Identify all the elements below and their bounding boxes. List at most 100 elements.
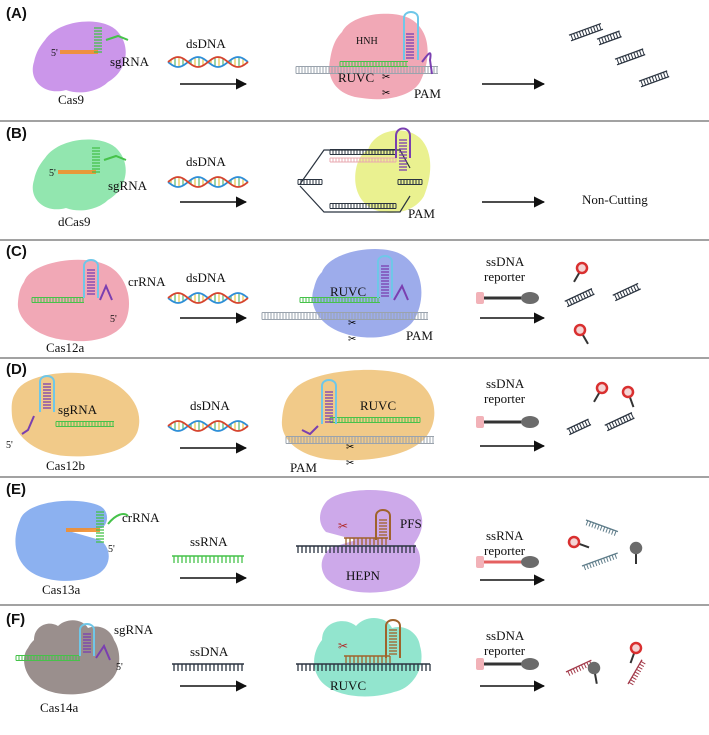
panel-f-products: [565, 641, 646, 686]
panel-e: (E) crRNA 5' Cas13a ssRNA ✂ PFS HEPN ssR…: [6, 481, 643, 597]
cas13a-spacer: [66, 528, 100, 532]
cas9-guide-label: sgRNA: [110, 54, 150, 69]
dcas9-sgrna-tail: [103, 154, 127, 161]
cas12b-protein-label: Cas12b: [46, 458, 85, 473]
fluorophore: [521, 658, 539, 670]
cas14a-sgrna-spacer: [15, 655, 80, 661]
panel-b-strand-bottom: [299, 185, 411, 213]
panel-a-domain-hnh: HNH: [356, 36, 378, 47]
panel-a-substrate-label: dsDNA: [186, 36, 226, 51]
dcas9-spacer: [58, 170, 96, 174]
ss-fragment: [585, 519, 619, 536]
cas12b-guide-label: sgRNA: [58, 402, 98, 417]
panel-a-motif-pam: PAM: [414, 86, 441, 101]
panel-d-domain-ruvc: RUVC: [360, 398, 396, 413]
cas13a-crrna-tail: [107, 513, 129, 525]
dna-fragment: [638, 70, 670, 88]
released-reporter-fragment: [593, 381, 609, 403]
panel-d-sgrna-tail: [301, 425, 319, 436]
panel-d-letter: (D): [6, 361, 27, 378]
quencher: [476, 556, 484, 568]
cas14a-protein-label: Cas14a: [40, 700, 79, 715]
cas12a-crrna-stem: [87, 269, 95, 295]
panel-c-products: [564, 261, 641, 345]
panel-d-motif-pam: PAM: [290, 460, 317, 475]
panel-c-substrate-label: dsDNA: [186, 270, 226, 285]
panel-e-products: [567, 519, 643, 571]
panel-c-scissors-icon-2: ✂: [348, 334, 356, 345]
dcas9-sgrna-stem: [92, 147, 100, 173]
cas9-protein-label: Cas9: [58, 92, 84, 107]
cas9-sgrna-tail: [105, 34, 129, 41]
panel-f-sgrna-loop: [385, 619, 401, 658]
panel-f-ssdna: [172, 663, 244, 671]
panel-a-scissors-icon-2: ✂: [382, 88, 390, 99]
dna-fragment: [614, 48, 646, 66]
cas13a-five-prime: 5': [108, 544, 115, 555]
panel-b-inner-bottom: [329, 203, 397, 209]
panel-a-cleaved-fragments: [568, 22, 670, 88]
cas14a-target-complex: [314, 617, 422, 697]
panel-e-domain-pfs: PFS: [400, 516, 422, 531]
panel-e-crrna-spacer: [344, 537, 388, 545]
released-reporter-fragment: [621, 385, 635, 408]
dcas9-protein: [32, 139, 126, 211]
panel-b-sgrna-loop: [395, 127, 411, 158]
panel-a-scissors-icon: ✂: [382, 72, 390, 83]
panel-b-dna-left: [297, 179, 323, 185]
panel-f-substrate-label: ssDNA: [190, 644, 229, 659]
panel-c-crrna-tail: [393, 283, 409, 301]
released-reporter-fragment: [573, 323, 589, 345]
ss-fragment: [565, 659, 593, 676]
cas12a-crrna-tail: [99, 283, 113, 301]
panel-d-sgrna-loop: [321, 379, 337, 424]
panel-c-target-dna: [261, 312, 428, 320]
panel-e-domain-hepn: HEPN: [346, 568, 381, 583]
panel-b-outcome: Non-Cutting: [582, 192, 648, 207]
panel-d-sgrna-stem: [325, 391, 333, 423]
panel-a-domain-ruvc: RUVC: [338, 70, 374, 85]
panel-c-scissors-icon: ✂: [348, 318, 356, 329]
panel-f-domain-ruvc: RUVC: [330, 678, 366, 693]
cas13a-crrna-stem: [96, 511, 104, 543]
ss-fragment: [627, 659, 646, 686]
panel-c-crrna-loop: [377, 255, 393, 298]
dna-fragment: [612, 282, 641, 302]
panel-c-rna-dna-hybrid: [299, 297, 380, 303]
cas12b-sgrna-stem: [43, 383, 51, 409]
cas12a-crrna-loop: [83, 259, 99, 298]
panel-f-sgrna-stem: [389, 629, 397, 655]
cas9-five-prime: 5': [51, 48, 58, 59]
panel-d-target-dna: [285, 436, 434, 444]
panel-d-substrate-label: dsDNA: [190, 398, 230, 413]
panel-e-letter: (E): [6, 481, 26, 498]
cas13a-target-complex: [320, 490, 423, 593]
panel-f-ssdna-reporter: [476, 658, 539, 670]
quencher: [476, 416, 484, 428]
dcas9-target-complex: [355, 130, 431, 213]
panel-f-reporter-line2: reporter: [484, 643, 526, 658]
dna-fragment: [596, 30, 622, 46]
released-reporter-fragment: [587, 661, 601, 684]
cas12b-five-prime: 5': [6, 440, 13, 451]
cas12a-five-prime: 5': [110, 314, 117, 325]
cas14a-sgrna-stem: [83, 633, 91, 653]
cas14a-five-prime: 5': [116, 662, 123, 673]
panel-a-sgrna-stem: [406, 33, 414, 59]
panel-d-reporter-line2: reporter: [484, 391, 526, 406]
quencher: [476, 292, 484, 304]
panel-c-ssdna-reporter: [476, 292, 539, 304]
panel-c-dsdna: [167, 292, 249, 304]
dna-fragment: [568, 22, 604, 42]
cas14a-sgrna-tail: [95, 643, 111, 661]
panel-d-ssdna-reporter: [476, 416, 539, 428]
panel-e-crrna-loop: [375, 509, 391, 540]
cas12b-sgrna-spacer: [55, 421, 114, 427]
panel-e-target-rna: [296, 545, 416, 553]
cas12b-sgrna-loop: [39, 375, 55, 412]
cas12a-protein-label: Cas12a: [46, 340, 85, 355]
panel-c-crrna-stem: [381, 265, 389, 297]
panel-b: (B) 5' sgRNA dCas9 dsDNA PAM Non-Cutting: [6, 125, 648, 229]
panel-d-scissors-icon: ✂: [346, 442, 354, 453]
